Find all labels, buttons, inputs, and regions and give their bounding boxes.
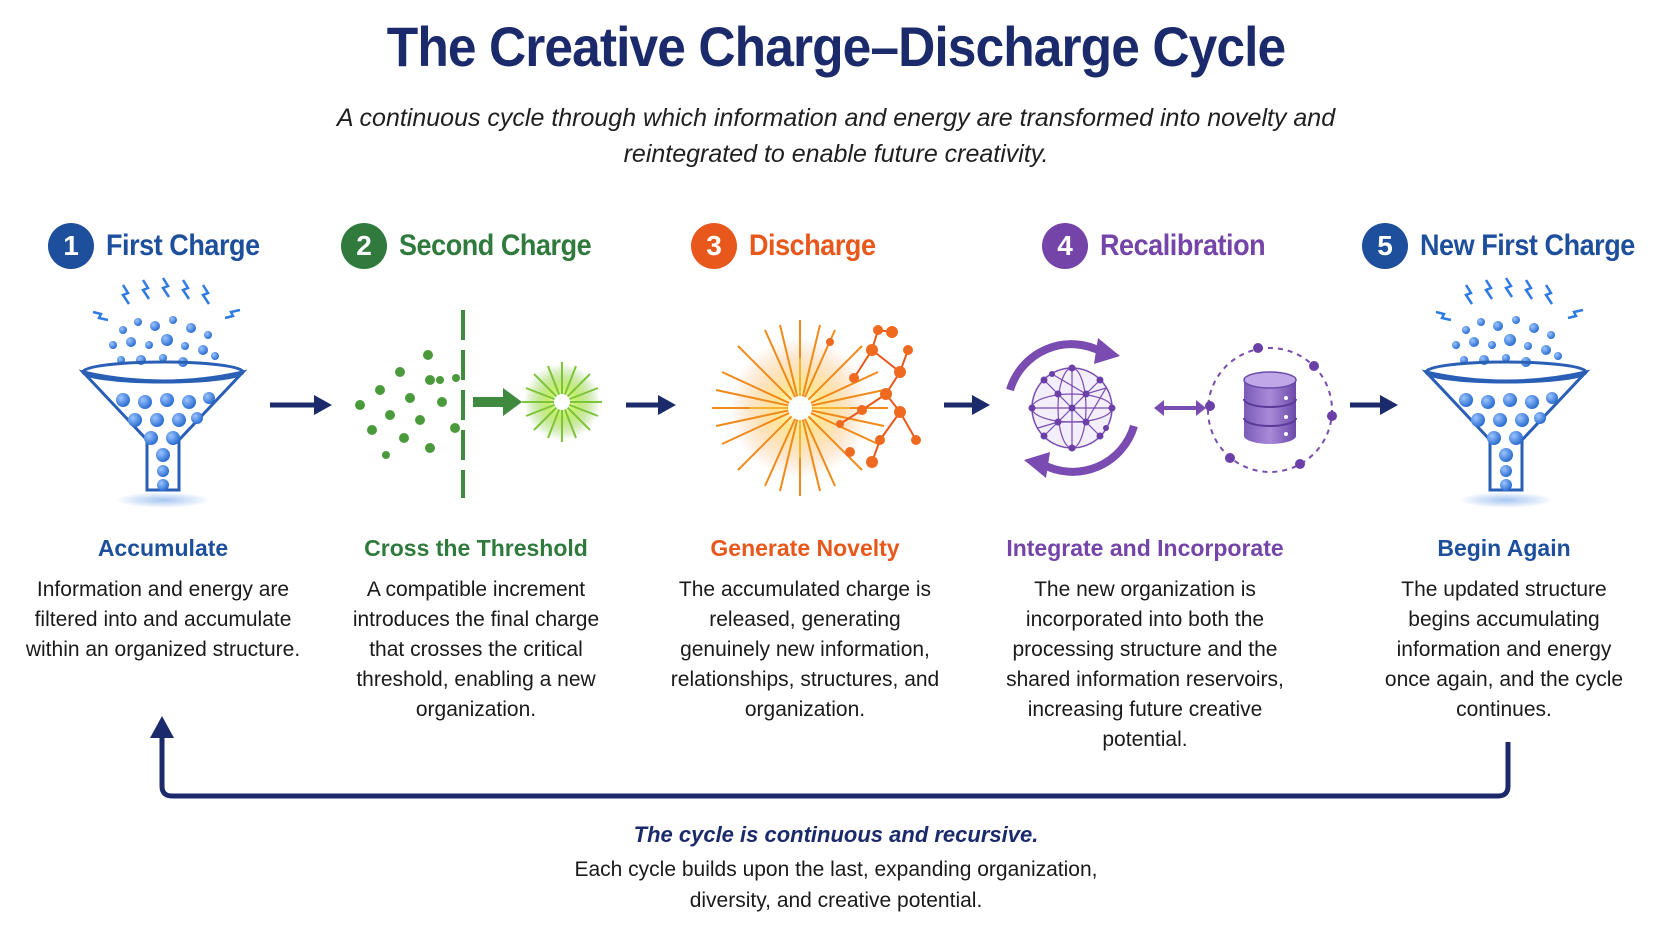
spark-icons	[92, 277, 241, 322]
arrow-icon	[270, 395, 332, 415]
loop-back-arrow	[150, 716, 1511, 799]
footer-emphasis: The cycle is continuous and recursive.	[633, 822, 1039, 847]
arrow-icon	[1350, 395, 1398, 415]
stage-5-header: 5 New First Charge	[1362, 222, 1659, 270]
stage-1-subhead: Accumulate	[97, 535, 229, 561]
stage-2-description: A compatible increment introduces the fi…	[352, 578, 600, 721]
stage-3-subhead: Generate Novelty	[710, 535, 900, 561]
stage-3-number: 3	[691, 223, 737, 269]
funnel-icon	[78, 277, 248, 508]
stage-5-number: 5	[1362, 223, 1408, 269]
stage-4-title: Recalibration	[1100, 229, 1266, 262]
stage-1-header: 1 First Charge	[48, 222, 277, 270]
page-subtitle: A continuous cycle through which informa…	[336, 104, 1336, 168]
stage-3-header: 3 Discharge	[691, 222, 890, 270]
stage-3-description: The accumulated charge is released, gene…	[670, 578, 940, 721]
stage-5-subhead: Begin Again	[1437, 535, 1571, 561]
threshold-icon	[355, 310, 602, 498]
stage-2-number: 2	[341, 223, 387, 269]
stage-4-header: 4 Recalibration	[1042, 222, 1284, 270]
stage-2-title: Second Charge	[399, 229, 592, 262]
stage-1-number: 1	[48, 223, 94, 269]
page-title: The Creative Charge–Discharge Cycle	[386, 15, 1286, 78]
footer-text: Each cycle builds upon the last, expandi…	[574, 858, 1098, 912]
arrow-icon	[626, 395, 676, 415]
stage-3-title: Discharge	[749, 229, 876, 262]
stage-2-header: 2 Second Charge	[341, 222, 613, 270]
spark-icons	[1435, 277, 1584, 322]
burst-network-icon	[712, 320, 921, 496]
stage-1-title: First Charge	[106, 229, 260, 262]
stage-4-subhead: Integrate and Incorporate	[1006, 535, 1284, 561]
stage-5-description: The updated structure begins accumulatin…	[1384, 578, 1624, 721]
stage-4-number: 4	[1042, 223, 1088, 269]
stage-4-description: The new organization is incorporated int…	[1006, 578, 1284, 751]
stage-1-description: Information and energy are filtered into…	[25, 578, 301, 661]
stage-2-subhead: Cross the Threshold	[364, 535, 588, 561]
stage-5-title: New First Charge	[1420, 229, 1635, 262]
funnel-icon	[1421, 277, 1591, 508]
sphere-database-icon	[1006, 338, 1337, 478]
arrow-icon	[944, 395, 990, 415]
